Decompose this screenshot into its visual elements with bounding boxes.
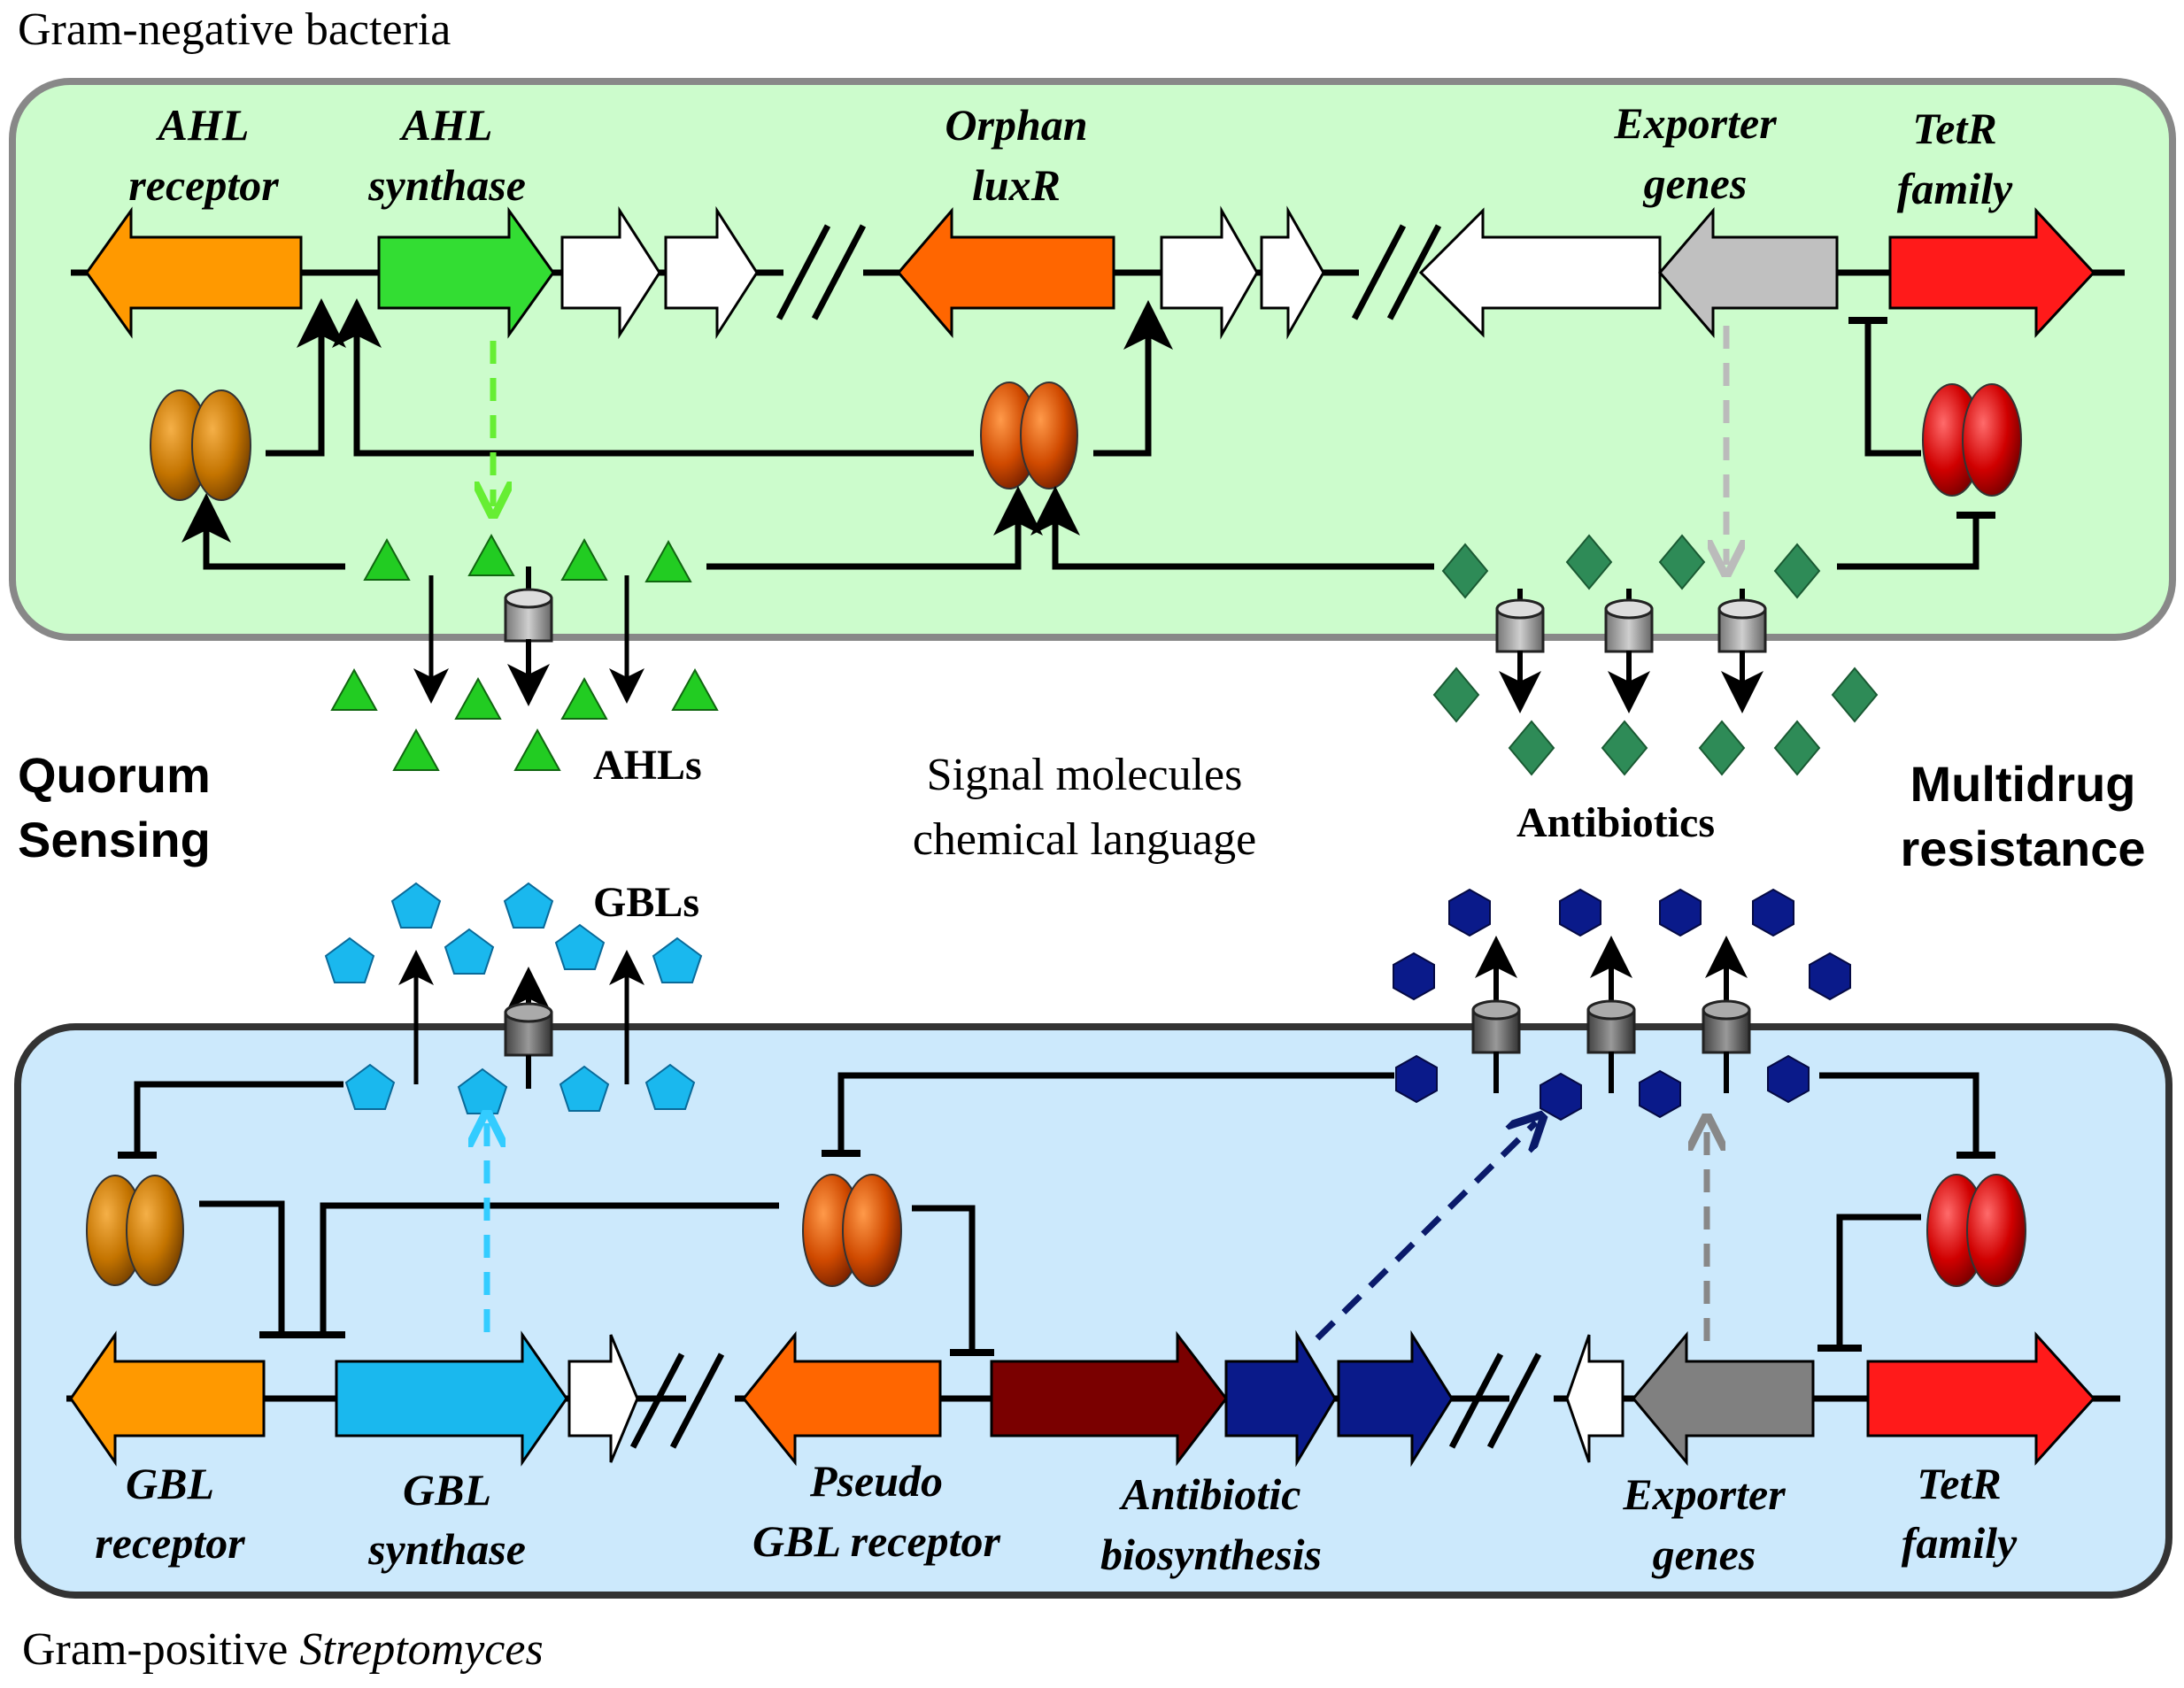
antibiotics-label: Antibiotics	[1516, 799, 1715, 846]
efflux-pump-top	[1495, 589, 1545, 713]
antibiotic-biosynthesis-gene	[1337, 1330, 1454, 1468]
tetr-repressor-protein-bottom	[1926, 1174, 2026, 1287]
gram-positive-prefix: Gram-positive	[22, 1624, 299, 1675]
tetr-repressor-protein-top	[1922, 383, 2022, 497]
gbl-receptor-label: GBL	[126, 1459, 214, 1508]
ahl-receptor-gene	[85, 206, 303, 339]
orphan-luxr-label: luxR	[972, 160, 1061, 210]
gbl-synthase-label: GBL	[403, 1465, 491, 1515]
tetr-gene-bottom	[1866, 1331, 2096, 1466]
antibiotic-molecules-exported	[1393, 888, 1851, 1001]
gram-positive-cell	[14, 1023, 2172, 1599]
antibiotic-biosynthesis-label: Antibiotic	[1119, 1469, 1301, 1519]
gbl-synthase-gene	[335, 1330, 568, 1467]
orf-gene	[664, 205, 759, 340]
gbl-molecules-extracellular	[324, 882, 703, 983]
orphan-luxr-label: Orphan	[945, 100, 1087, 150]
multidrug-resistance-label: Multidrug	[1910, 756, 2135, 812]
orf-gene	[1260, 205, 1325, 340]
antibiotic-biosynthesis-gene	[1224, 1330, 1337, 1468]
gram-negative-cell	[9, 78, 2176, 641]
gbl-synthase-label: synthase	[367, 1524, 526, 1574]
bottom-regulatory-lines	[118, 1072, 1995, 1356]
orf-gene	[1418, 207, 1662, 338]
gram-negative-label: Gram-negative bacteria	[18, 4, 451, 55]
efflux-pump-top	[1717, 589, 1767, 713]
ahl-synthase-gene	[377, 206, 555, 339]
signal-molecules-label: chemical language	[913, 814, 1256, 865]
tetr-family-label-bottom: family	[1902, 1518, 2018, 1568]
ahl-receptor-label: AHL	[156, 100, 250, 150]
exporter-gene-top	[1658, 206, 1839, 339]
pseudo-gbl-receptor-gene	[742, 1330, 942, 1467]
ahl-molecules-intracellular	[363, 533, 692, 582]
efflux-pump-bottom	[1702, 936, 1751, 1093]
ahl-receptor-protein	[150, 389, 251, 501]
antibiotic-molecules-intracellular	[1441, 534, 1821, 599]
gbl-transporter	[504, 967, 553, 1089]
antibiotic-molecules-extracellular	[1432, 667, 1879, 776]
exporter-genes-label: genes	[1643, 158, 1748, 208]
gbls-label: GBLs	[593, 879, 699, 926]
ahl-molecules-extracellular	[330, 667, 719, 771]
gram-positive-genus: Streptomyces	[299, 1624, 543, 1675]
efflux-pump-top	[1604, 589, 1654, 713]
antibiotic-biosynthesis-gene	[990, 1330, 1228, 1467]
gbl-receptor-protein	[86, 1175, 184, 1286]
orf-gene	[560, 205, 661, 340]
ahl-transporter	[504, 567, 553, 706]
tetr-family-label: TetR	[1912, 104, 1996, 153]
gbl-receptor-gene	[69, 1330, 266, 1467]
orf-gene	[567, 1334, 639, 1463]
top-regulatory-arrows	[181, 298, 1995, 570]
pseudo-gbl-receptor-label: GBL receptor	[752, 1516, 1001, 1566]
tetr-family-label: family	[1897, 164, 2013, 213]
gbl-molecules-intracellular	[344, 1063, 696, 1114]
efflux-pump-bottom	[1586, 936, 1636, 1093]
antibiotic-biosynthesis-label: biosynthesis	[1100, 1530, 1322, 1579]
tetr-gene-top	[1888, 207, 2096, 338]
ahl-synthase-label: synthase	[367, 160, 526, 210]
efflux-pump-bottom	[1471, 936, 1521, 1093]
antibiotic-production-arrow	[1315, 1122, 1536, 1341]
exporter-genes-label: Exporter	[1613, 98, 1777, 148]
quorum-sensing-label: Quorum	[18, 747, 211, 803]
multidrug-resistance-label: resistance	[1900, 821, 2145, 876]
tetr-family-label-bottom: TetR	[1917, 1459, 2001, 1508]
ahl-synthase-label: AHL	[399, 100, 493, 150]
signal-molecules-label: Signal molecules	[927, 750, 1243, 800]
pseudo-gbl-receptor-label: Pseudo	[809, 1456, 943, 1506]
orphan-luxr-protein	[980, 382, 1078, 489]
quorum-sensing-label: Sensing	[18, 812, 211, 867]
exporter-genes-label-bottom: genes	[1652, 1530, 1756, 1579]
gbl-receptor-label: receptor	[95, 1518, 245, 1568]
exporter-genes-label-bottom: Exporter	[1622, 1469, 1786, 1519]
orphan-luxr-gene	[897, 206, 1115, 339]
exporter-gene-bottom	[1632, 1330, 1815, 1467]
orf-gene	[1565, 1334, 1624, 1463]
pseudo-gbl-receptor-protein	[802, 1174, 902, 1287]
ahl-receptor-label: receptor	[128, 160, 279, 210]
gram-positive-label: Gram-positive Streptomyces	[22, 1624, 544, 1675]
ahls-label: AHLs	[593, 742, 702, 789]
